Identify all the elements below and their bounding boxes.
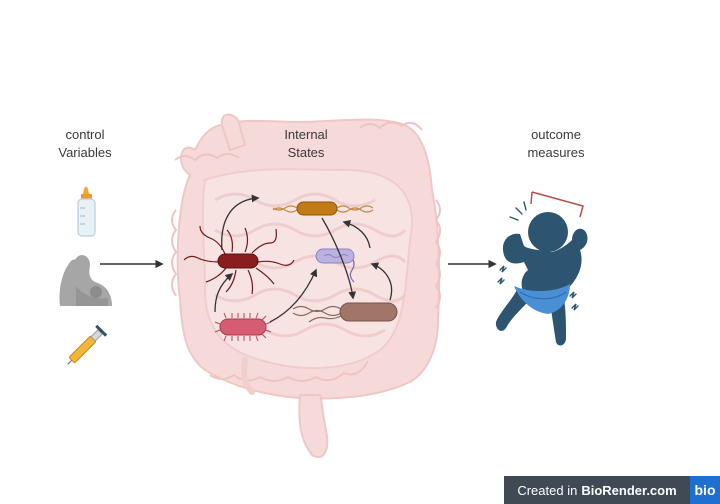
outcome-label-line-2: measures (527, 145, 585, 160)
syringe-icon (67, 324, 108, 365)
badge-brand: BioRender.com (581, 482, 677, 498)
control-label-line-2: Variables (58, 145, 112, 160)
interaction-arrows (214, 194, 393, 323)
control-label-line-1: control (65, 127, 105, 142)
baby-bottle-icon (77, 186, 96, 237)
internal-label-line-2: States (287, 145, 325, 160)
bacterium-brown-icon (292, 302, 398, 323)
control-variables-label: control Variables (40, 126, 130, 162)
bacterium-purple-icon (315, 248, 355, 283)
bacterium-pink-icon (214, 312, 272, 342)
bacterium-red-flagellated-icon (183, 225, 295, 295)
outcome-measures-label: outcome measures (511, 126, 601, 162)
internal-states-label: Internal States (261, 126, 351, 162)
mother-holding-baby-icon (59, 255, 112, 306)
biorender-logo-icon: bio (690, 476, 720, 504)
biorender-badge[interactable]: Created in BioRender.com bio (504, 476, 720, 504)
bacterium-orange-icon (272, 201, 374, 216)
biorender-badge-text[interactable]: Created in BioRender.com (504, 476, 690, 504)
crying-infant-icon (495, 191, 588, 346)
intestine-icon (171, 113, 441, 458)
outcome-label-line-1: outcome (531, 127, 581, 142)
badge-prefix: Created in (517, 482, 578, 498)
internal-label-line-1: Internal (284, 127, 328, 142)
